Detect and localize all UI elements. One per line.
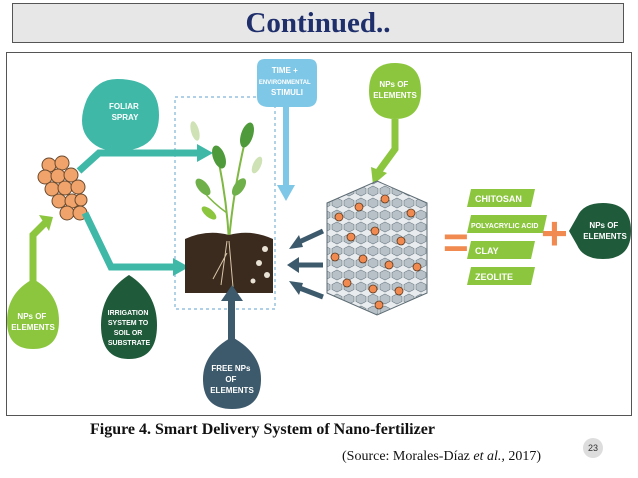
nps-left-line2: ELEMENTS	[11, 323, 55, 332]
plant-boundary	[174, 96, 276, 310]
foliar-spray-badge: FOLIAR SPRAY	[82, 79, 159, 151]
time-line3: STIMULI	[271, 88, 303, 97]
figure-caption: Figure 4. Smart Delivery System of Nano-…	[90, 421, 435, 438]
nps-left-arrow	[29, 215, 53, 281]
source-prefix: (Source: Morales-Díaz	[342, 449, 474, 464]
figure-source: (Source: Morales-Díaz et al., 2017)	[342, 449, 541, 465]
irrigation-line4: SUBSTRATE	[108, 340, 151, 347]
time-line2: ENVIRONMENTAL	[259, 80, 311, 86]
slide-title: Continued..	[245, 6, 391, 39]
nps-right-badge: NPs OF ELEMENTS	[569, 203, 631, 259]
svg-text:FREE NPs OF ELEMEN: FREE NPs OF ELEMENTS	[210, 364, 254, 395]
nps-right-line2: ELEMENTS	[583, 232, 627, 241]
irrigation-arrow	[81, 211, 189, 276]
title-bar: Continued..	[12, 3, 624, 43]
free-nps-line1: FREE NPs	[211, 364, 251, 373]
plant-icon	[190, 121, 263, 242]
equals-sign: =	[443, 218, 469, 267]
carrier-list: CHITOSAN POLYACRYLIC ACID CLAY ZEOLITE	[467, 189, 547, 285]
irrigation-line1: IRRIGATION	[108, 310, 149, 317]
nps-top-line2: ELEMENTS	[373, 91, 417, 100]
irrigation-line2: SYSTEM TO	[108, 320, 149, 327]
svg-text:NPs OF ELEMENTS: NPs OF ELEMENTS	[373, 80, 417, 100]
np-cluster-left	[37, 155, 88, 221]
nps-left-line1: NPs OF	[17, 312, 46, 321]
free-nps-line3: ELEMENTS	[210, 386, 254, 395]
free-nps-line2: OF	[225, 375, 236, 384]
figure-frame: FOLIAR SPRAY TIME + ENVIRONMENTAL STIMUL…	[6, 52, 632, 416]
carrier-zeolite: ZEOLITE	[475, 272, 513, 282]
release-arrows	[287, 228, 325, 300]
svg-text:NPs OF ELEMENTS: NPs OF ELEMENTS	[11, 312, 55, 332]
svg-text:IRRIGATION SYSTEM TO: IRRIGATION SYSTEM TO SOIL OR SUBSTRATE	[108, 310, 151, 347]
nps-left-badge: NPs OF ELEMENTS	[7, 279, 59, 349]
svg-text:FOLIAR SPRAY: FOLIAR SPRAY	[109, 102, 141, 122]
source-italic: et al.,	[473, 449, 505, 464]
foliar-spray-line2: SPRAY	[112, 113, 139, 122]
time-line1: TIME +	[272, 66, 298, 75]
time-stimuli-badge: TIME + ENVIRONMENTAL STIMULI	[257, 59, 317, 201]
source-suffix: 2017)	[504, 449, 542, 464]
carrier-clay: CLAY	[475, 246, 499, 256]
free-nps-badge: FREE NPs OF ELEMENTS	[203, 337, 261, 409]
nps-top-badge: NPs OF ELEMENTS	[369, 63, 421, 185]
hex-structure	[326, 180, 428, 316]
svg-text:TIME + ENVIRONMENTAL: TIME + ENVIRONMENTAL STIMULI	[259, 60, 315, 97]
plus-sign: +	[541, 207, 568, 259]
carrier-chitosan: CHITOSAN	[475, 194, 522, 204]
svg-text:NPs OF ELEMENTS: NPs OF ELEMENTS	[583, 221, 627, 241]
foliar-arrow	[76, 144, 213, 174]
irrigation-badge: IRRIGATION SYSTEM TO SOIL OR SUBSTRATE	[101, 275, 157, 359]
free-nps-arrow	[221, 285, 243, 343]
carrier-polyacrylic: POLYACRYLIC ACID	[471, 223, 538, 230]
nps-right-line1: NPs OF	[589, 221, 618, 230]
page-number: 23	[583, 438, 603, 458]
diagram-svg: FOLIAR SPRAY TIME + ENVIRONMENTAL STIMUL…	[7, 59, 631, 409]
nps-top-line1: NPs OF	[379, 80, 408, 89]
soil-block	[185, 232, 273, 293]
irrigation-line3: SOIL OR	[114, 330, 143, 337]
foliar-spray-line1: FOLIAR	[109, 102, 139, 111]
